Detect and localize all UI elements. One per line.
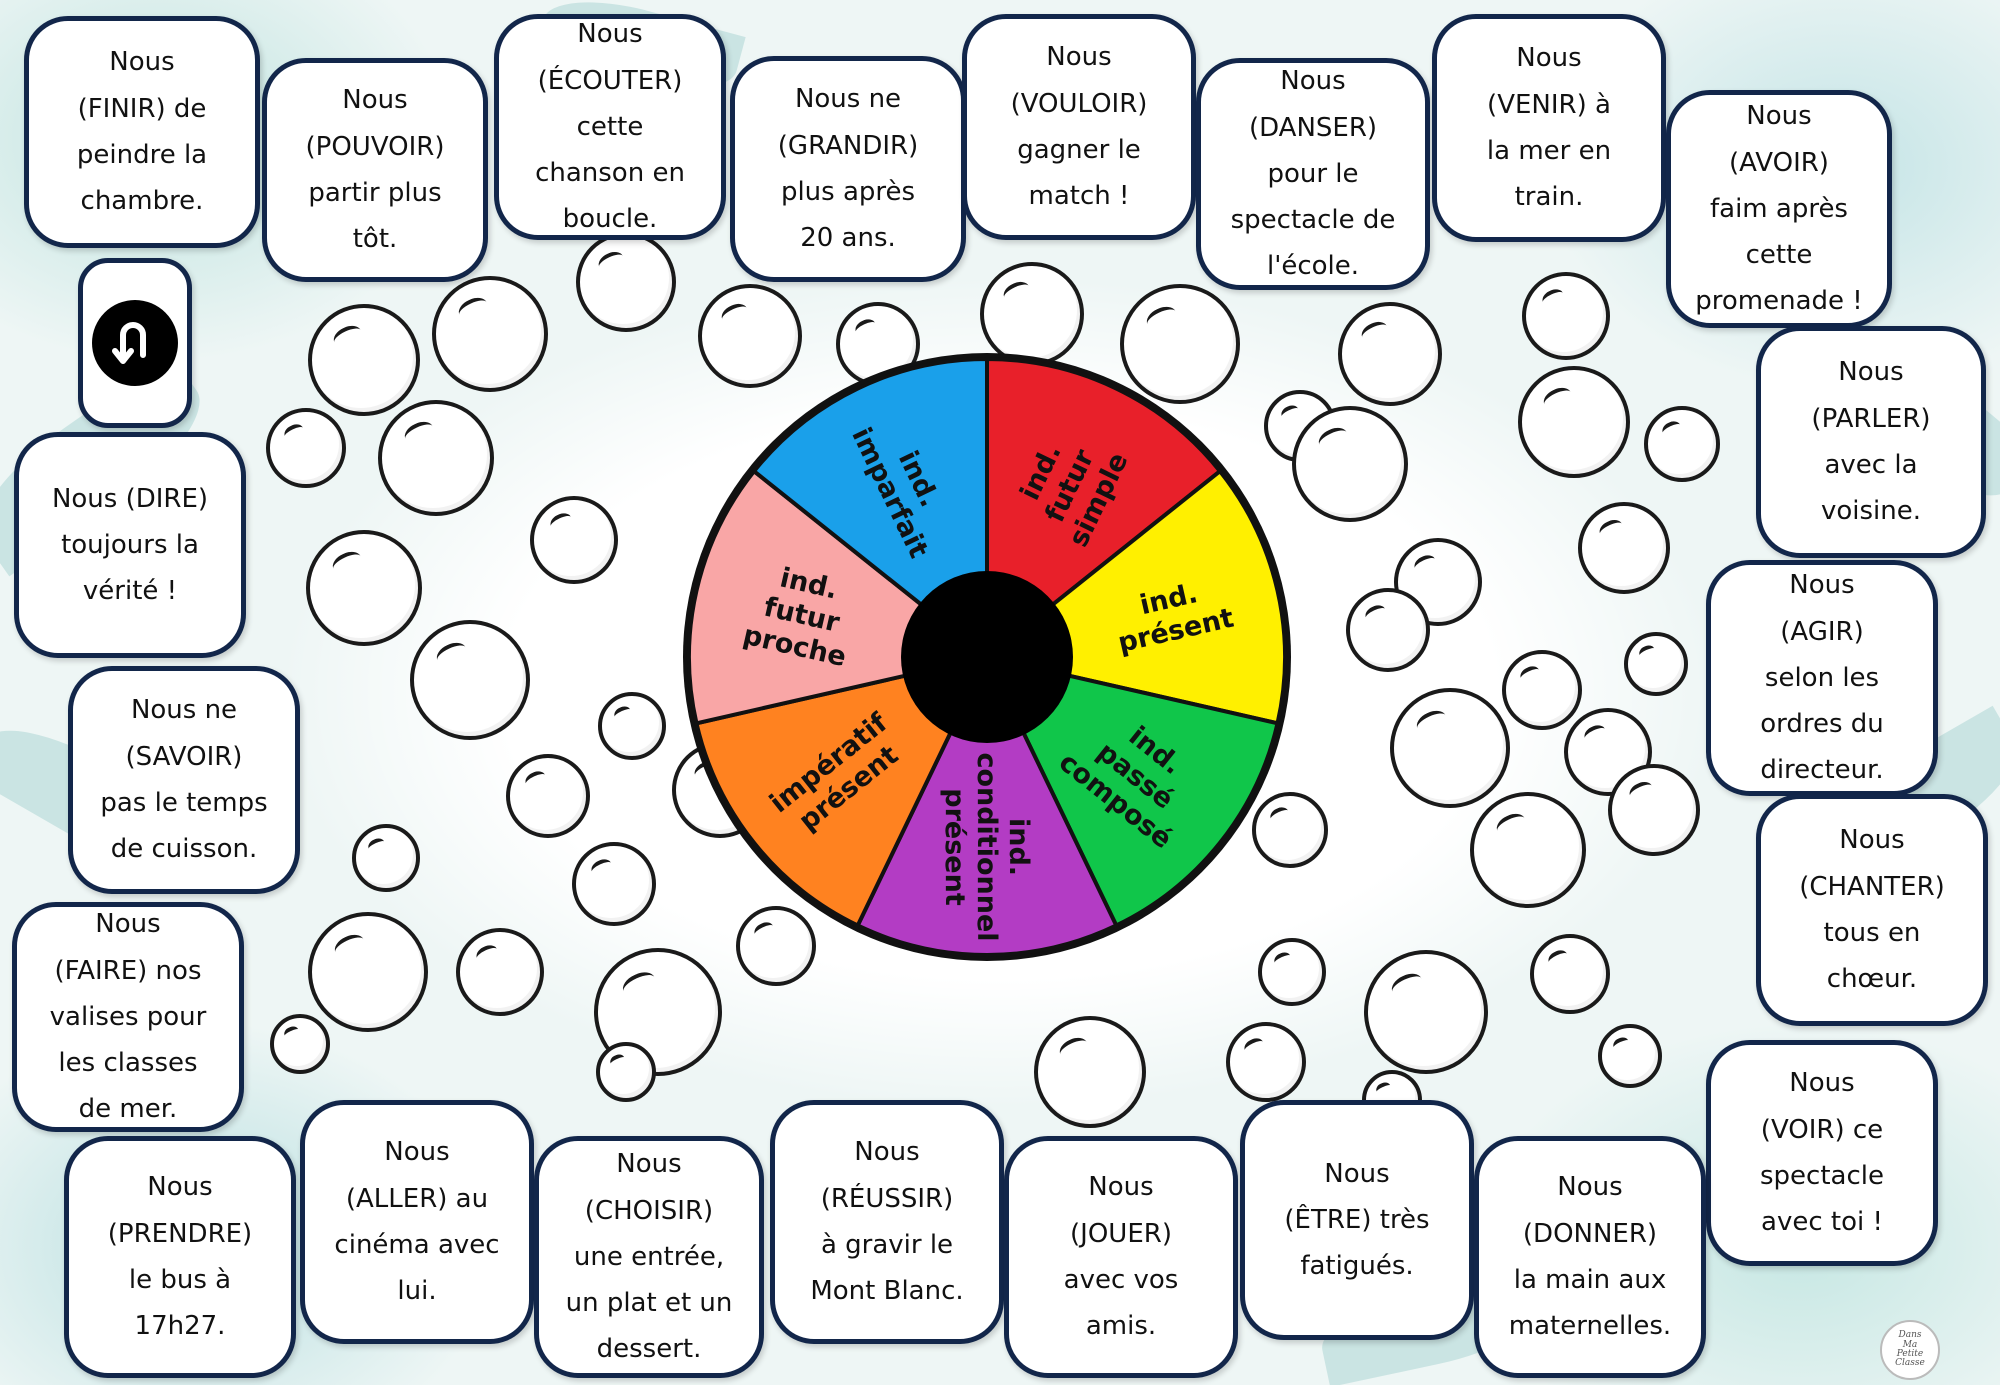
verb-card-faire[interactable]: Nous (FAIRE) nos valises pour les classe… (12, 902, 244, 1132)
bubble-space[interactable] (1608, 764, 1700, 856)
bubble-space[interactable] (1470, 792, 1586, 908)
bubble-space[interactable] (1502, 650, 1582, 730)
verb-card-choisir[interactable]: Nous (CHOISIR) une entrée, un plat et un… (534, 1136, 764, 1378)
verb-card-prendre[interactable]: Nous (PRENDRE) le bus à 17h27. (64, 1136, 296, 1378)
undo-card[interactable] (78, 258, 192, 428)
bubble-space[interactable] (410, 620, 530, 740)
verb-card-jouer[interactable]: Nous (JOUER) avec vos amis. (1004, 1136, 1238, 1378)
verb-card-pouvoir[interactable]: Nous (POUVOIR) partir plus tôt. (262, 58, 488, 282)
bubble-space[interactable] (456, 928, 544, 1016)
verb-card-voir[interactable]: Nous (VOIR) ce spectacle avec toi ! (1706, 1040, 1938, 1266)
bubble-space[interactable] (736, 906, 816, 986)
bubble-space[interactable] (270, 1014, 330, 1074)
bubble-space[interactable] (1338, 302, 1442, 406)
verb-card-donner[interactable]: Nous (DONNER) la main aux maternelles. (1474, 1136, 1706, 1378)
bubble-space[interactable] (1644, 406, 1720, 482)
bubble-space[interactable] (980, 262, 1084, 366)
wheel-label-line: ind. (1003, 818, 1034, 876)
wheel-segment[interactable] (985, 356, 1223, 662)
bubble-space[interactable] (698, 284, 802, 388)
bubble-space[interactable] (306, 530, 422, 646)
bubble-space[interactable] (352, 824, 420, 892)
u-turn-arrow-icon (92, 300, 178, 386)
verb-card-venir[interactable]: Nous (VENIR) à la mer en train. (1432, 14, 1666, 242)
tense-wheel[interactable]: ind.futursimpleind.présentind.passécompo… (677, 347, 1297, 967)
verb-card-grandir[interactable]: Nous ne (GRANDIR) plus après 20 ans. (730, 56, 966, 282)
bubble-space[interactable] (1518, 366, 1630, 478)
bubble-space[interactable] (1624, 632, 1688, 696)
verb-card-chanter[interactable]: Nous (CHANTER) tous en chœur. (1756, 794, 1988, 1026)
verb-card-vouloir[interactable]: Nous (VOULOIR) gagner le match ! (962, 14, 1196, 240)
verb-card-etre[interactable]: Nous (ÊTRE) très fatigués. (1240, 1100, 1474, 1340)
verb-card-agir[interactable]: Nous (AGIR) selon les ordres du directeu… (1706, 560, 1938, 796)
bubble-space[interactable] (1346, 588, 1430, 672)
verb-card-parler[interactable]: Nous (PARLER) avec la voisine. (1756, 326, 1986, 558)
bubble-space[interactable] (1598, 1024, 1662, 1088)
bubble-space[interactable] (378, 400, 494, 516)
bubble-space[interactable] (596, 1042, 656, 1102)
bubble-space[interactable] (1364, 950, 1488, 1074)
wheel-segment[interactable] (751, 356, 989, 662)
verb-card-aller[interactable]: Nous (ALLER) au cinéma avec lui. (300, 1100, 534, 1344)
bubble-space[interactable] (576, 232, 676, 332)
bubble-space[interactable] (1226, 1022, 1306, 1102)
bubble-space[interactable] (530, 496, 618, 584)
wheel-hub[interactable] (901, 571, 1073, 743)
wheel-segment[interactable] (855, 652, 1119, 957)
bubble-space[interactable] (1390, 688, 1510, 808)
bubble-space[interactable] (1394, 538, 1482, 626)
wheel-segment[interactable] (694, 654, 991, 929)
verb-card-avoir[interactable]: Nous (AVOIR) faim après cette promenade … (1666, 90, 1892, 328)
verb-card-ecouter[interactable]: Nous (ÉCOUTER) cette chanson en boucle. (494, 14, 726, 240)
bubble-space[interactable] (506, 754, 590, 838)
bubble-space[interactable] (1034, 1016, 1146, 1128)
bubble-space[interactable] (572, 842, 656, 926)
bubble-space[interactable] (1252, 792, 1328, 868)
verb-card-danser[interactable]: Nous (DANSER) pour le spectacle de l'éco… (1196, 58, 1430, 290)
bubble-space[interactable] (1530, 934, 1610, 1014)
bubble-space[interactable] (598, 692, 666, 760)
bubble-space[interactable] (432, 276, 548, 392)
verb-card-finir[interactable]: Nous (FINIR) de peindre la chambre. (24, 16, 260, 248)
verb-card-dire[interactable]: Nous (DIRE) toujours la vérité ! (14, 432, 246, 658)
verb-card-reussir[interactable]: Nous (RÉUSSIR) à gravir le Mont Blanc. (770, 1100, 1004, 1344)
bubble-space[interactable] (1258, 938, 1326, 1006)
wheel-segment[interactable] (983, 654, 1280, 929)
bubble-space[interactable] (266, 408, 346, 488)
bubble-space[interactable] (308, 912, 428, 1032)
bubble-space[interactable] (1292, 406, 1408, 522)
bubble-space[interactable] (308, 304, 420, 416)
wheel-label-line: présent (939, 788, 970, 906)
verb-card-savoir[interactable]: Nous ne (SAVOIR) pas le temps de cuisson… (68, 666, 300, 894)
bubble-space[interactable] (1120, 284, 1240, 404)
bubble-space[interactable] (1522, 272, 1610, 360)
logo-badge: Dans Ma Petite Classe (1880, 1320, 1940, 1380)
wheel-label-line: conditionnel (971, 752, 1002, 941)
bubble-space[interactable] (1578, 502, 1670, 594)
